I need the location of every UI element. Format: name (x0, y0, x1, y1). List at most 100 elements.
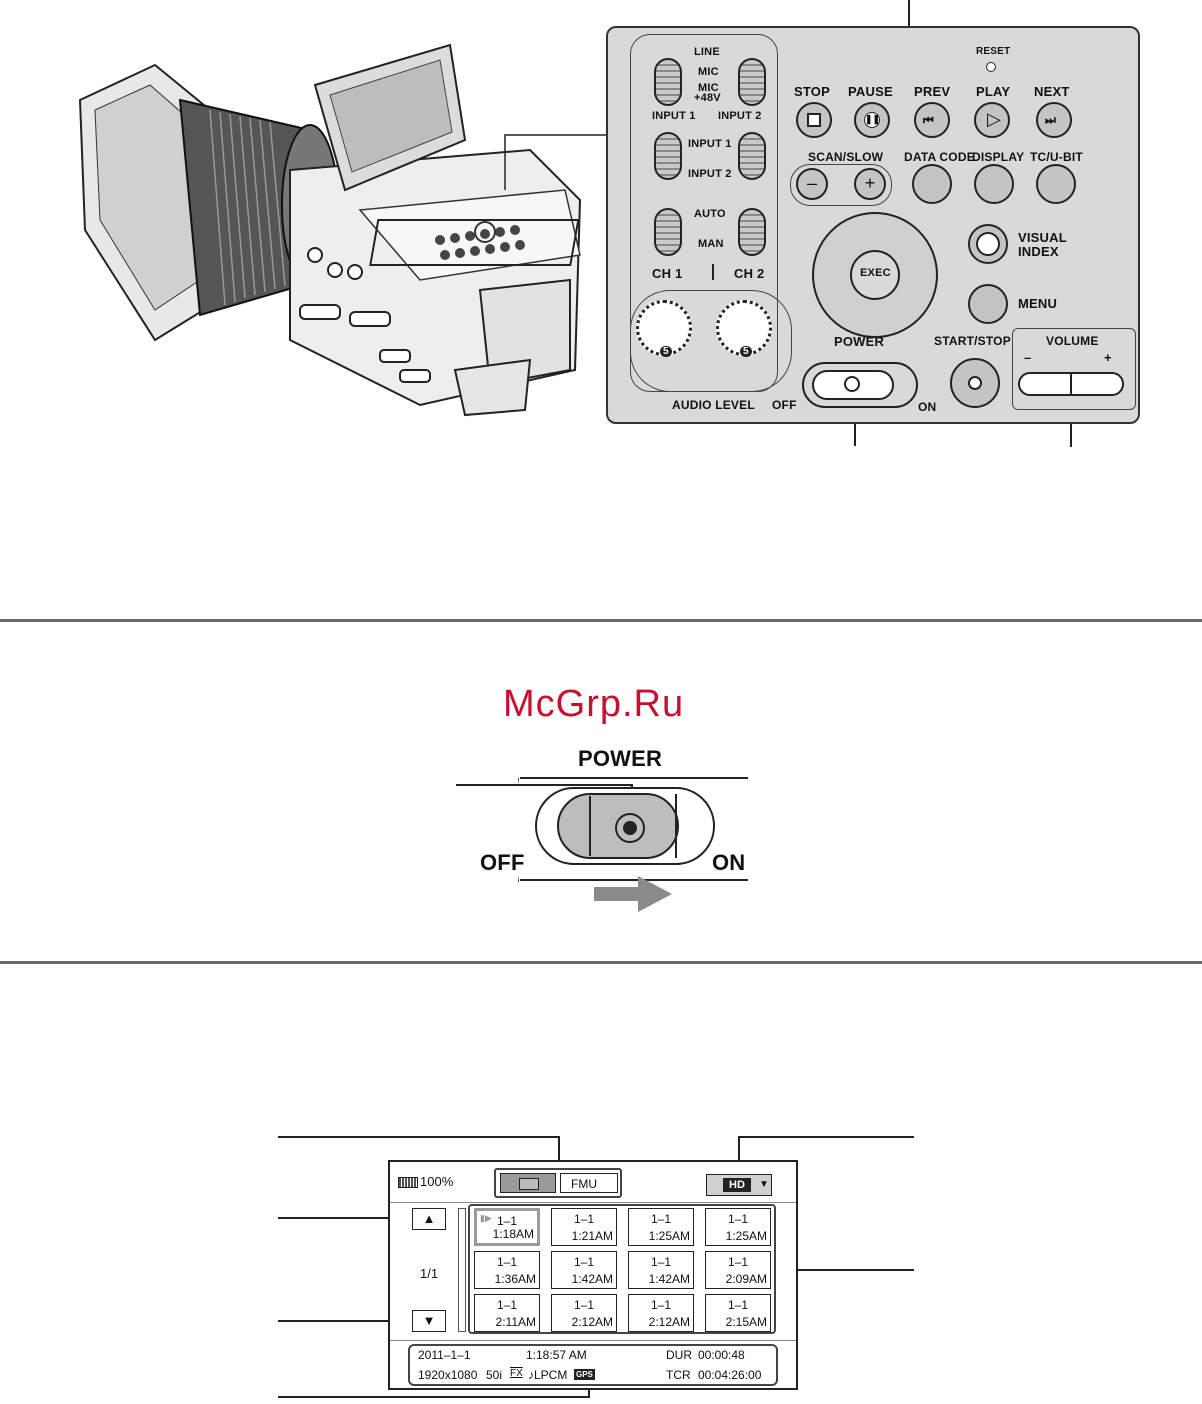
thumbnail-title: 1–1 (727, 1212, 749, 1226)
page-up-button[interactable]: ▲ (412, 1208, 446, 1230)
ch2-dial-mark: 5 (740, 346, 752, 357)
tab-memory-card[interactable] (500, 1173, 556, 1193)
stop-button[interactable] (796, 102, 832, 138)
visual-index-button[interactable] (968, 224, 1008, 264)
display-button[interactable] (974, 164, 1014, 204)
battery-icon (398, 1177, 418, 1188)
thumbnail-time: 2:11AM (495, 1315, 536, 1329)
fx-badge: FX (510, 1368, 523, 1379)
mic48-label: MIC (698, 82, 719, 94)
memory-card-icon (519, 1178, 539, 1190)
leader-line (520, 879, 748, 881)
thumbnail-title: 1–1 (650, 1298, 672, 1312)
thumbnail-time: 1:42AM (571, 1272, 613, 1286)
tab-fmu[interactable]: FMU (560, 1173, 618, 1193)
page-down-button[interactable]: ▼ (412, 1310, 446, 1332)
leader-line (456, 784, 632, 786)
play-label: PLAY (976, 84, 1011, 99)
ch1-label: CH 1 (652, 266, 683, 281)
ch2-route-switch[interactable] (738, 132, 766, 180)
man-label: MAN (698, 238, 724, 250)
leader-line (738, 1136, 914, 1138)
thumbnail-title: 1–1 (573, 1255, 595, 1269)
gps-badge: GPS (574, 1369, 595, 1380)
thumbnail-time: 2:12AM (571, 1315, 613, 1329)
ch-divider (712, 264, 714, 280)
thumbnail-item[interactable]: 1–1 1:25AM (705, 1208, 771, 1246)
route-input1-label: INPUT 1 (688, 138, 732, 150)
audio-format: ♪LPCM (528, 1368, 568, 1382)
thumbnail-time: 1:42AM (648, 1272, 690, 1286)
volume-rocker[interactable] (1018, 372, 1124, 396)
data-info-panel (408, 1344, 778, 1386)
duration-label: DUR (666, 1348, 692, 1362)
scrollbar[interactable] (458, 1208, 466, 1332)
menu-button[interactable] (968, 284, 1008, 324)
play-position-icon: ▮▶ (480, 1213, 492, 1223)
camcorder-illustration (78, 43, 610, 417)
volume-label: VOLUME (1046, 334, 1099, 348)
start-stop-label: START/STOP (934, 334, 1011, 348)
tc-ubit-button[interactable] (1036, 164, 1076, 204)
reset-button[interactable] (986, 62, 996, 72)
thumbnail-title: 1–1 (727, 1255, 749, 1269)
prev-icon: ⏮ (923, 113, 934, 127)
power-switch[interactable] (802, 362, 918, 408)
ch2-auto-man-switch[interactable] (738, 208, 766, 256)
thumbnail-time: 2:15AM (725, 1315, 767, 1329)
exec-button[interactable]: EXEC (850, 250, 900, 300)
thumbnail-title: 1–1 (496, 1255, 518, 1269)
ch1-auto-man-switch[interactable] (654, 208, 682, 256)
leader-line (278, 1217, 410, 1219)
quality-selector[interactable]: HD ▼ (706, 1174, 772, 1196)
pause-button[interactable]: ❚❚ (854, 102, 890, 138)
thumbnail-item[interactable]: 1–1 1:42AM (551, 1251, 617, 1289)
thumbnail-title: 1–1 (573, 1212, 595, 1226)
data-code-button[interactable] (912, 164, 952, 204)
input1-select-switch[interactable] (654, 58, 682, 106)
thumbnail-item[interactable]: 1–1 1:21AM (551, 1208, 617, 1246)
start-stop-inner (968, 376, 982, 390)
next-button[interactable]: ⏭ (1036, 102, 1072, 138)
reset-label: RESET (976, 46, 1011, 57)
leader-line (738, 1136, 740, 1178)
scan-slow-group (790, 164, 892, 206)
scan-slow-plus-button[interactable]: + (854, 168, 886, 200)
leader-line (520, 777, 748, 779)
prev-button[interactable]: ⏮ (914, 102, 950, 138)
tcr-value: 00:04:26:00 (698, 1368, 762, 1382)
mic-label: MIC (698, 66, 719, 78)
next-icon: ⏭ (1045, 113, 1056, 127)
switch-off-label: OFF (480, 850, 525, 875)
power-on-label: ON (918, 400, 937, 414)
play-button[interactable]: ▷ (974, 102, 1010, 138)
thumbnail-time: 1:25AM (725, 1229, 767, 1243)
recording-date: 2011–1–1 (418, 1348, 471, 1362)
section-divider (0, 619, 1202, 622)
audio-level-label: AUDIO LEVEL (672, 398, 755, 412)
input2-select-switch[interactable] (738, 58, 766, 106)
thumbnail-time: 1:21AM (571, 1229, 613, 1243)
ch1-route-switch[interactable] (654, 132, 682, 180)
leader-line (278, 1396, 590, 1398)
start-stop-button[interactable] (950, 358, 1000, 408)
leader-line (278, 1136, 560, 1138)
control-panel: LINE MIC MIC +48V INPUT 1 INPUT 2 INPUT … (606, 26, 1140, 424)
power-switch-detail[interactable] (518, 778, 758, 882)
leader-line (1070, 405, 1072, 447)
power-switch-title: POWER (578, 746, 663, 771)
page-indicator: 1/1 (420, 1266, 439, 1281)
scan-slow-minus-button[interactable]: – (796, 168, 828, 200)
route-input2-label: INPUT 2 (688, 168, 732, 180)
thumbnail-grid (468, 1204, 776, 1334)
